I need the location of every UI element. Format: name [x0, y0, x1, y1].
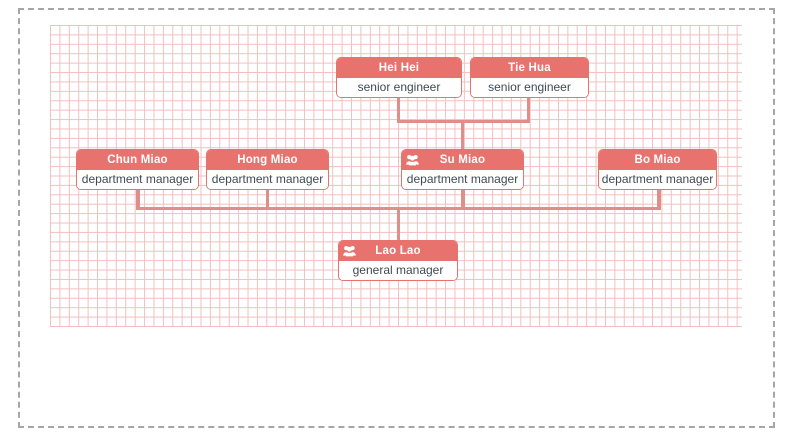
org-node-name: Hong Miao [237, 154, 298, 166]
group-icon [343, 245, 356, 257]
org-node-name: Lao Lao [375, 245, 421, 257]
org-node-header: Chun Miao [77, 150, 198, 170]
org-node-name: Su Miao [439, 154, 486, 166]
connector-drop-lao-lao [397, 207, 400, 241]
org-node-header: Hei Hei [337, 58, 461, 78]
org-node-title: department manager [402, 170, 523, 189]
org-node-header: Lao Lao [339, 241, 457, 261]
org-node-title: senior engineer [471, 78, 588, 97]
connector-chun-miao-stub [136, 190, 140, 210]
connector-su-miao-stub [461, 190, 465, 210]
connector-drop-su-miao [461, 120, 464, 150]
org-node-title: department manager [599, 170, 716, 189]
connector-hong-miao-stub [266, 190, 269, 210]
org-node-hei-hei[interactable]: Hei Hei senior engineer [336, 57, 462, 98]
selection-frame [18, 8, 775, 428]
org-node-header: Hong Miao [207, 150, 328, 170]
org-node-header: Tie Hua [471, 58, 588, 78]
org-node-lao-lao[interactable]: Lao Lao general manager [338, 240, 458, 281]
org-node-bo-miao[interactable]: Bo Miao department manager [598, 149, 717, 190]
org-node-name: Hei Hei [378, 62, 420, 74]
org-node-name: Chun Miao [107, 154, 168, 166]
org-node-name: Bo Miao [634, 154, 681, 166]
org-node-title: department manager [77, 170, 198, 189]
org-node-header: Bo Miao [599, 150, 716, 170]
org-node-name: Tie Hua [508, 62, 551, 74]
connector-bo-miao-stub [657, 190, 661, 210]
org-node-title: general manager [339, 261, 457, 280]
org-node-hong-miao[interactable]: Hong Miao department manager [206, 149, 329, 190]
org-node-chun-miao[interactable]: Chun Miao department manager [76, 149, 199, 190]
org-node-title: department manager [207, 170, 328, 189]
connector-hei-hei-stub [397, 97, 400, 123]
connector-tie-hua-stub [527, 97, 530, 123]
group-icon [406, 154, 419, 166]
org-node-header: Su Miao [402, 150, 523, 170]
org-node-tie-hua[interactable]: Tie Hua senior engineer [470, 57, 589, 98]
org-node-title: senior engineer [337, 78, 461, 97]
org-node-su-miao[interactable]: Su Miao department manager [401, 149, 524, 190]
